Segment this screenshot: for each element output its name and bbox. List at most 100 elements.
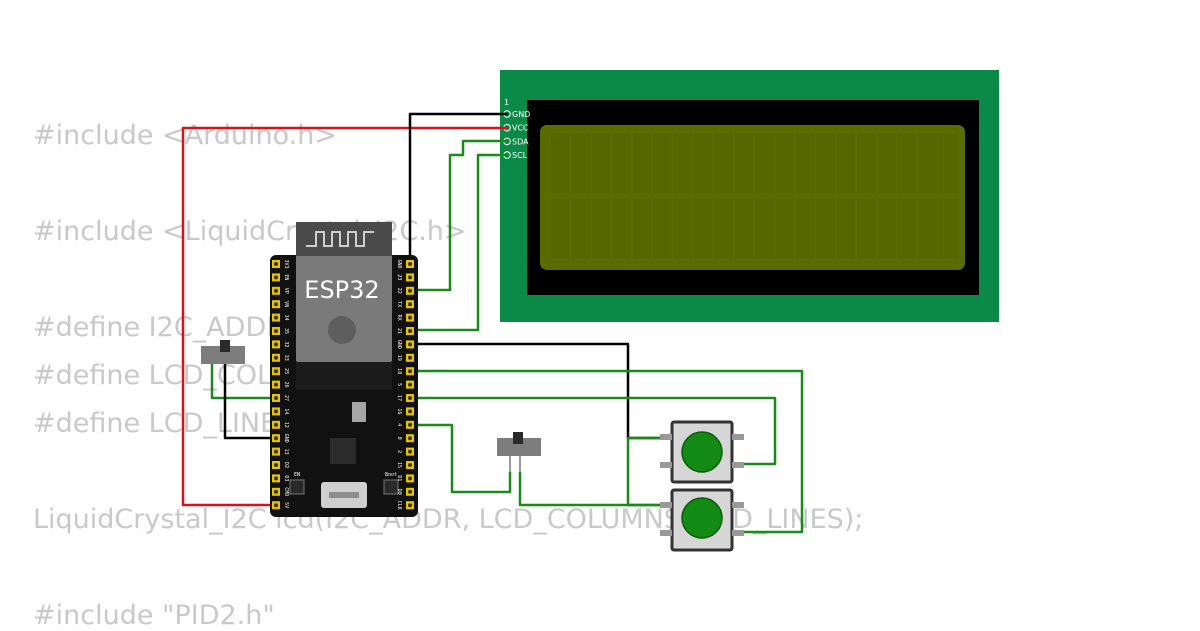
pin-hole bbox=[274, 449, 278, 454]
pushbutton-2[interactable] bbox=[660, 488, 744, 552]
button-cap[interactable] bbox=[681, 497, 723, 539]
lcd-cell bbox=[653, 133, 672, 193]
lcd-cell bbox=[693, 199, 713, 259]
lcd-cell bbox=[795, 133, 815, 193]
lcd-cell bbox=[612, 199, 631, 259]
wire-sda[interactable] bbox=[408, 139, 509, 292]
slide-switch-2[interactable] bbox=[497, 432, 541, 472]
esp32-pin-label: 14 bbox=[283, 408, 289, 414]
lcd-cell bbox=[551, 199, 570, 259]
lcd-cell bbox=[591, 199, 611, 259]
pin-hole bbox=[274, 463, 278, 467]
button-leg bbox=[732, 434, 744, 440]
pin-hole bbox=[408, 262, 412, 266]
wire-lcd-gnd[interactable] bbox=[408, 112, 509, 266]
pushbutton-1[interactable] bbox=[660, 420, 744, 484]
esp32-pin-label: 3V3 bbox=[283, 259, 289, 268]
switch-lever[interactable] bbox=[220, 340, 230, 352]
lcd-pin-label: GND bbox=[512, 110, 530, 119]
pin-hole bbox=[408, 489, 412, 494]
pin-hole bbox=[408, 275, 412, 280]
lcd-cell bbox=[918, 199, 937, 259]
code-line: #include <Arduino.h> bbox=[33, 120, 337, 151]
button-cap[interactable] bbox=[681, 431, 723, 473]
pin-hole bbox=[408, 288, 412, 293]
lcd-cell bbox=[816, 133, 835, 193]
wire-pin16[interactable] bbox=[408, 369, 804, 534]
wire-vcc[interactable] bbox=[181, 126, 509, 507]
button-leg bbox=[660, 462, 672, 468]
boot-button[interactable] bbox=[383, 479, 399, 495]
pin-hole bbox=[408, 449, 412, 454]
esp32-pin-label: 25 bbox=[283, 368, 289, 374]
espressif-logo bbox=[328, 316, 356, 344]
pin-hole bbox=[408, 436, 412, 441]
esp32-pin-label: 18 bbox=[396, 368, 402, 374]
lcd-cell bbox=[836, 199, 856, 259]
regulator bbox=[352, 402, 366, 422]
button-leg bbox=[660, 434, 672, 440]
chip-label: ESP32 bbox=[304, 276, 379, 304]
wires bbox=[181, 112, 804, 534]
button-leg bbox=[732, 530, 744, 536]
lcd-cell bbox=[612, 133, 631, 193]
esp32-pin-label: 5 bbox=[396, 383, 402, 386]
pin-hole bbox=[274, 382, 278, 387]
esp32-pin-label: 5V bbox=[283, 502, 289, 508]
esp32-pin-label: RX bbox=[396, 315, 402, 321]
pin-hole bbox=[274, 489, 278, 494]
esp32-pin-label: 23 bbox=[396, 274, 402, 280]
switch-lever[interactable] bbox=[513, 432, 523, 444]
pin-hole bbox=[274, 396, 278, 400]
lcd-cell bbox=[571, 199, 590, 259]
pin-hole bbox=[274, 329, 278, 333]
esp32-pin-label: 35 bbox=[283, 328, 289, 334]
pin-hole bbox=[408, 463, 412, 467]
esp32-devkit[interactable]: ESP32 EN Boot 3V3ENVPVN34353233252627141… bbox=[270, 222, 418, 517]
wire-pin17[interactable] bbox=[408, 396, 777, 466]
lcd-cell bbox=[734, 133, 754, 193]
wire-switch1-green[interactable] bbox=[210, 360, 277, 400]
slide-switch-1[interactable] bbox=[201, 340, 245, 364]
pin-hole bbox=[274, 409, 278, 414]
usb-port-slot bbox=[329, 492, 359, 498]
lcd-cell bbox=[795, 199, 815, 259]
lcd-cell bbox=[755, 199, 774, 259]
esp32-pin-label: 19 bbox=[396, 355, 402, 361]
pin-hole bbox=[274, 436, 278, 441]
en-button[interactable] bbox=[289, 479, 305, 495]
lcd-cell bbox=[755, 133, 774, 193]
en-label: EN bbox=[294, 472, 300, 478]
wire-switch1-black[interactable] bbox=[223, 360, 277, 440]
lcd-cell bbox=[632, 199, 652, 259]
esp32-antenna bbox=[296, 222, 392, 256]
lcd-cell bbox=[897, 199, 917, 259]
wire-switch2-button[interactable] bbox=[518, 470, 674, 507]
lcd-cell bbox=[714, 199, 733, 259]
esp32-pin-label: GND bbox=[283, 434, 289, 443]
pin-hole bbox=[274, 262, 278, 266]
lcd-character-grid bbox=[551, 133, 958, 259]
esp32-module-shield bbox=[296, 222, 392, 362]
esp32-pin-label: 12 bbox=[283, 422, 289, 428]
pin-hole bbox=[408, 329, 412, 333]
wire-pin4[interactable] bbox=[408, 423, 512, 494]
pin-hole bbox=[408, 409, 412, 414]
wire-button-link[interactable] bbox=[626, 436, 674, 507]
lcd-cell bbox=[938, 199, 958, 259]
esp32-pin-label: GND bbox=[396, 340, 402, 349]
lcd-cell bbox=[734, 199, 754, 259]
esp32-pin-label: TX bbox=[396, 301, 402, 307]
boot-label: Boot bbox=[385, 472, 397, 478]
switch-body bbox=[497, 438, 541, 456]
button-leg bbox=[660, 530, 672, 536]
lcd-cell bbox=[857, 199, 876, 259]
esp32-pin-label: 2 bbox=[396, 450, 402, 453]
esp32-pin-label: CLK bbox=[396, 501, 402, 510]
usb-uart-chip bbox=[330, 438, 356, 464]
esp32-pin-label: 32 bbox=[283, 341, 289, 347]
wire-scl[interactable] bbox=[408, 153, 509, 332]
pin-hole bbox=[408, 382, 412, 387]
